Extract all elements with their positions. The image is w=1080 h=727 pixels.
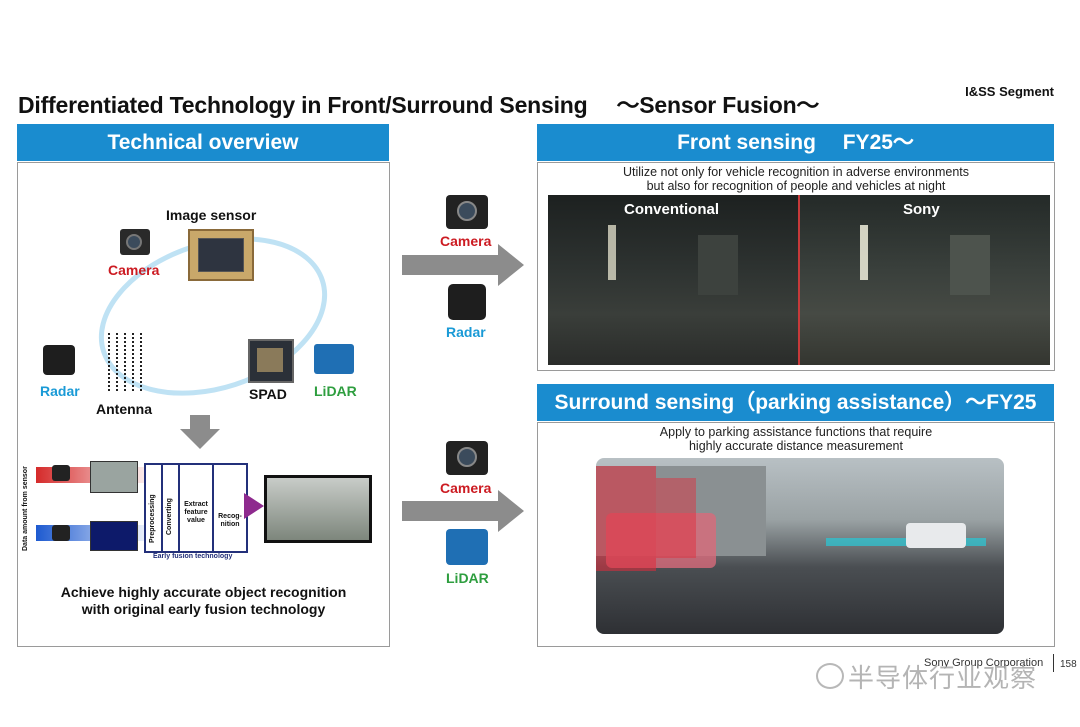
- data-amount-axis: Data amount from sensor: [22, 459, 36, 551]
- overview-panel: Image sensor Camera Radar Antenna SPAD L…: [17, 162, 390, 647]
- lidar-icon: [314, 344, 354, 374]
- overview-caption: Achieve highly accurate object recogniti…: [18, 584, 389, 618]
- mid-camera-top-label: Camera: [440, 233, 492, 249]
- page-number: 158: [1060, 659, 1077, 670]
- spad-label: SPAD: [249, 386, 287, 402]
- surround-sensing-header: Surround sensing（parking assistance）～FY2…: [537, 384, 1054, 421]
- slide-title: Differentiated Technology in Front/Surro…: [18, 92, 820, 118]
- extract-feature-block: Extract feature value: [178, 463, 214, 553]
- recognition-block: Recog-nition: [212, 463, 248, 553]
- image-sensor-chip-icon: [188, 229, 254, 281]
- mid-camera-bottom-icon: [446, 441, 488, 475]
- down-arrow-icon: [180, 415, 220, 449]
- mid-radar-label: Radar: [446, 324, 486, 340]
- pipeline-radar-icon: [52, 525, 70, 541]
- radar-label: Radar: [40, 383, 80, 399]
- image-sensor-label: Image sensor: [166, 207, 257, 223]
- surround-flow-arrow-icon: [402, 490, 524, 532]
- caption-line-2: with original early fusion technology: [81, 601, 326, 617]
- front-flow-arrow-icon: [402, 244, 524, 286]
- sony-night-image: [800, 195, 1050, 365]
- front-sensing-description: Utilize not only for vehicle recognition…: [622, 165, 969, 193]
- radar-thumbnail: [90, 521, 138, 551]
- mid-camera-bottom-label: Camera: [440, 480, 492, 496]
- spad-chip-icon: [248, 339, 294, 383]
- antenna-icon: [108, 333, 142, 391]
- output-arrow-icon: [244, 493, 264, 519]
- mid-lidar-icon: [446, 529, 488, 565]
- mid-radar-icon: [448, 284, 486, 320]
- pipeline-camera-icon: [52, 465, 70, 481]
- overview-header: Technical overview: [17, 124, 389, 161]
- camera-icon: [120, 229, 150, 255]
- surround-sensing-panel: Apply to parking assistance functions th…: [537, 422, 1055, 647]
- mid-lidar-label: LiDAR: [446, 570, 489, 586]
- conventional-night-image: [548, 195, 798, 365]
- conventional-label: Conventional: [624, 201, 720, 218]
- lidar-label: LiDAR: [314, 383, 357, 399]
- front-sensing-header: Front sensing FY25～: [537, 124, 1054, 161]
- wechat-logo-icon: [816, 663, 844, 689]
- surround-sensing-description: Apply to parking assistance functions th…: [659, 425, 933, 453]
- camera-label: Camera: [108, 262, 160, 278]
- segment-label: I&SS Segment: [965, 84, 1054, 99]
- parking-camera-image: [596, 458, 1004, 634]
- footer-divider: [1053, 654, 1054, 672]
- watermark-text: 半导体行业观察: [848, 663, 1038, 693]
- antenna-label: Antenna: [96, 401, 152, 417]
- mid-camera-top-icon: [446, 195, 488, 229]
- comparison-divider: [798, 195, 800, 365]
- front-sensing-panel: Utilize not only for vehicle recognition…: [537, 162, 1055, 371]
- data-amount-axis-label: Data amount from sensor: [22, 466, 29, 551]
- radar-icon: [43, 345, 75, 375]
- caption-line-1: Achieve highly accurate object recogniti…: [60, 584, 347, 600]
- sony-label: Sony: [903, 201, 940, 218]
- early-fusion-label: Early fusion technology: [153, 553, 233, 560]
- camera-thumbnail: [90, 461, 138, 493]
- footer-company: Sony Group Corporation: [924, 657, 1044, 669]
- recognition-output-image: [264, 475, 372, 543]
